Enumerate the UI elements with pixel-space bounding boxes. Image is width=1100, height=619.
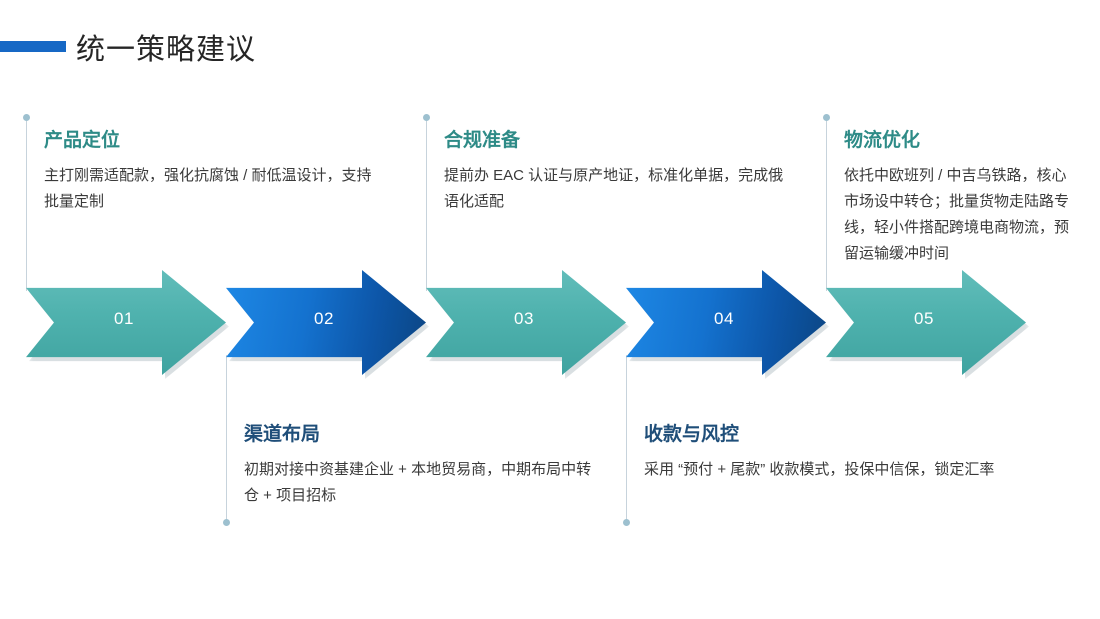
connector-line-step-4 <box>626 355 627 522</box>
step-body-4: 采用 “预付 + 尾款” 收款模式，投保中信保，锁定汇率 <box>644 461 995 478</box>
step-heading-5: 物流优化 <box>844 130 921 151</box>
connector-line-step-5 <box>826 121 827 291</box>
step-heading-2: 渠道布局 <box>244 424 321 445</box>
connector-dot-step-5 <box>823 114 830 121</box>
connector-line-step-1 <box>26 121 27 291</box>
connector-dot-step-1 <box>23 114 30 121</box>
step-block-5: 物流优化 依托中欧班列 / 中吉乌铁路，核心市场设中转仓；批量货物走陆路专线，轻… <box>844 128 1076 267</box>
step-body-1: 主打刚需适配款，强化抗腐蚀 / 耐低温设计，支持批量定制 <box>44 167 372 210</box>
step-heading-4: 收款与风控 <box>644 424 740 445</box>
step-block-1: 产品定位 主打刚需适配款，强化抗腐蚀 / 耐低温设计，支持批量定制 <box>44 128 384 215</box>
step-heading-1: 产品定位 <box>44 130 121 151</box>
step-body-2: 初期对接中资基建企业 + 本地贸易商，中期布局中转仓 + 项目招标 <box>244 461 592 504</box>
arrow-number-3: 03 <box>514 309 534 328</box>
step-block-4: 收款与风控 采用 “预付 + 尾款” 收款模式，投保中信保，锁定汇率 <box>644 422 1016 483</box>
connector-line-step-3 <box>426 121 427 291</box>
step-heading-3: 合规准备 <box>444 130 521 151</box>
arrow-number-2: 02 <box>314 309 334 328</box>
page-title: 统一策略建议 <box>76 34 257 66</box>
connector-dot-step-2 <box>223 519 230 526</box>
step-block-3: 合规准备 提前办 EAC 认证与原产地证，标准化单据，完成俄语化适配 <box>444 128 784 215</box>
step-body-3: 提前办 EAC 认证与原产地证，标准化单据，完成俄语化适配 <box>444 167 784 210</box>
arrow-number-4: 04 <box>714 309 734 328</box>
connector-line-step-2 <box>226 355 227 522</box>
step-block-2: 渠道布局 初期对接中资基建企业 + 本地贸易商，中期布局中转仓 + 项目招标 <box>244 422 596 509</box>
title-accent-bar <box>0 41 66 52</box>
connector-dot-step-3 <box>423 114 430 121</box>
connector-dot-step-4 <box>623 519 630 526</box>
arrow-number-5: 05 <box>914 309 934 328</box>
arrow-number-1: 01 <box>114 309 134 328</box>
step-body-5: 依托中欧班列 / 中吉乌铁路，核心市场设中转仓；批量货物走陆路专线，轻小件搭配跨… <box>844 167 1070 262</box>
